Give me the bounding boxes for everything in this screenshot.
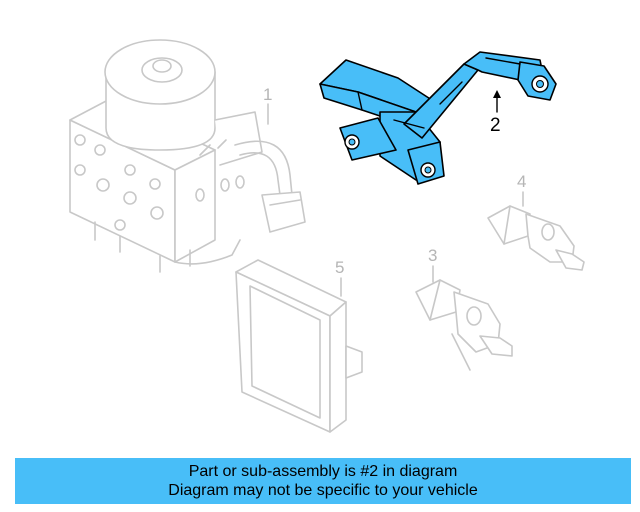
banner-line-1: Part or sub-assembly is #2 in diagram [188, 463, 458, 480]
speed-sensor-upper[interactable] [487, 205, 585, 271]
callout-1: 1 [263, 85, 272, 104]
callout-3: 3 [428, 246, 437, 265]
callout-4: 4 [517, 172, 526, 191]
callout-2-arrowhead [493, 90, 501, 98]
parts-diagram: 1 2 4 [69, 39, 585, 433]
control-module[interactable] [235, 259, 363, 433]
bracket-highlighted[interactable] [319, 51, 557, 185]
callout-2: 2 [490, 115, 501, 136]
banner-line-2: Diagram may not be specific to your vehi… [168, 482, 478, 499]
info-banner: Part or sub-assembly is #2 in diagram Di… [15, 458, 631, 504]
callout-5: 5 [335, 258, 344, 277]
speed-sensor-lower[interactable] [415, 279, 513, 371]
abs-hydraulic-unit[interactable] [69, 39, 306, 273]
